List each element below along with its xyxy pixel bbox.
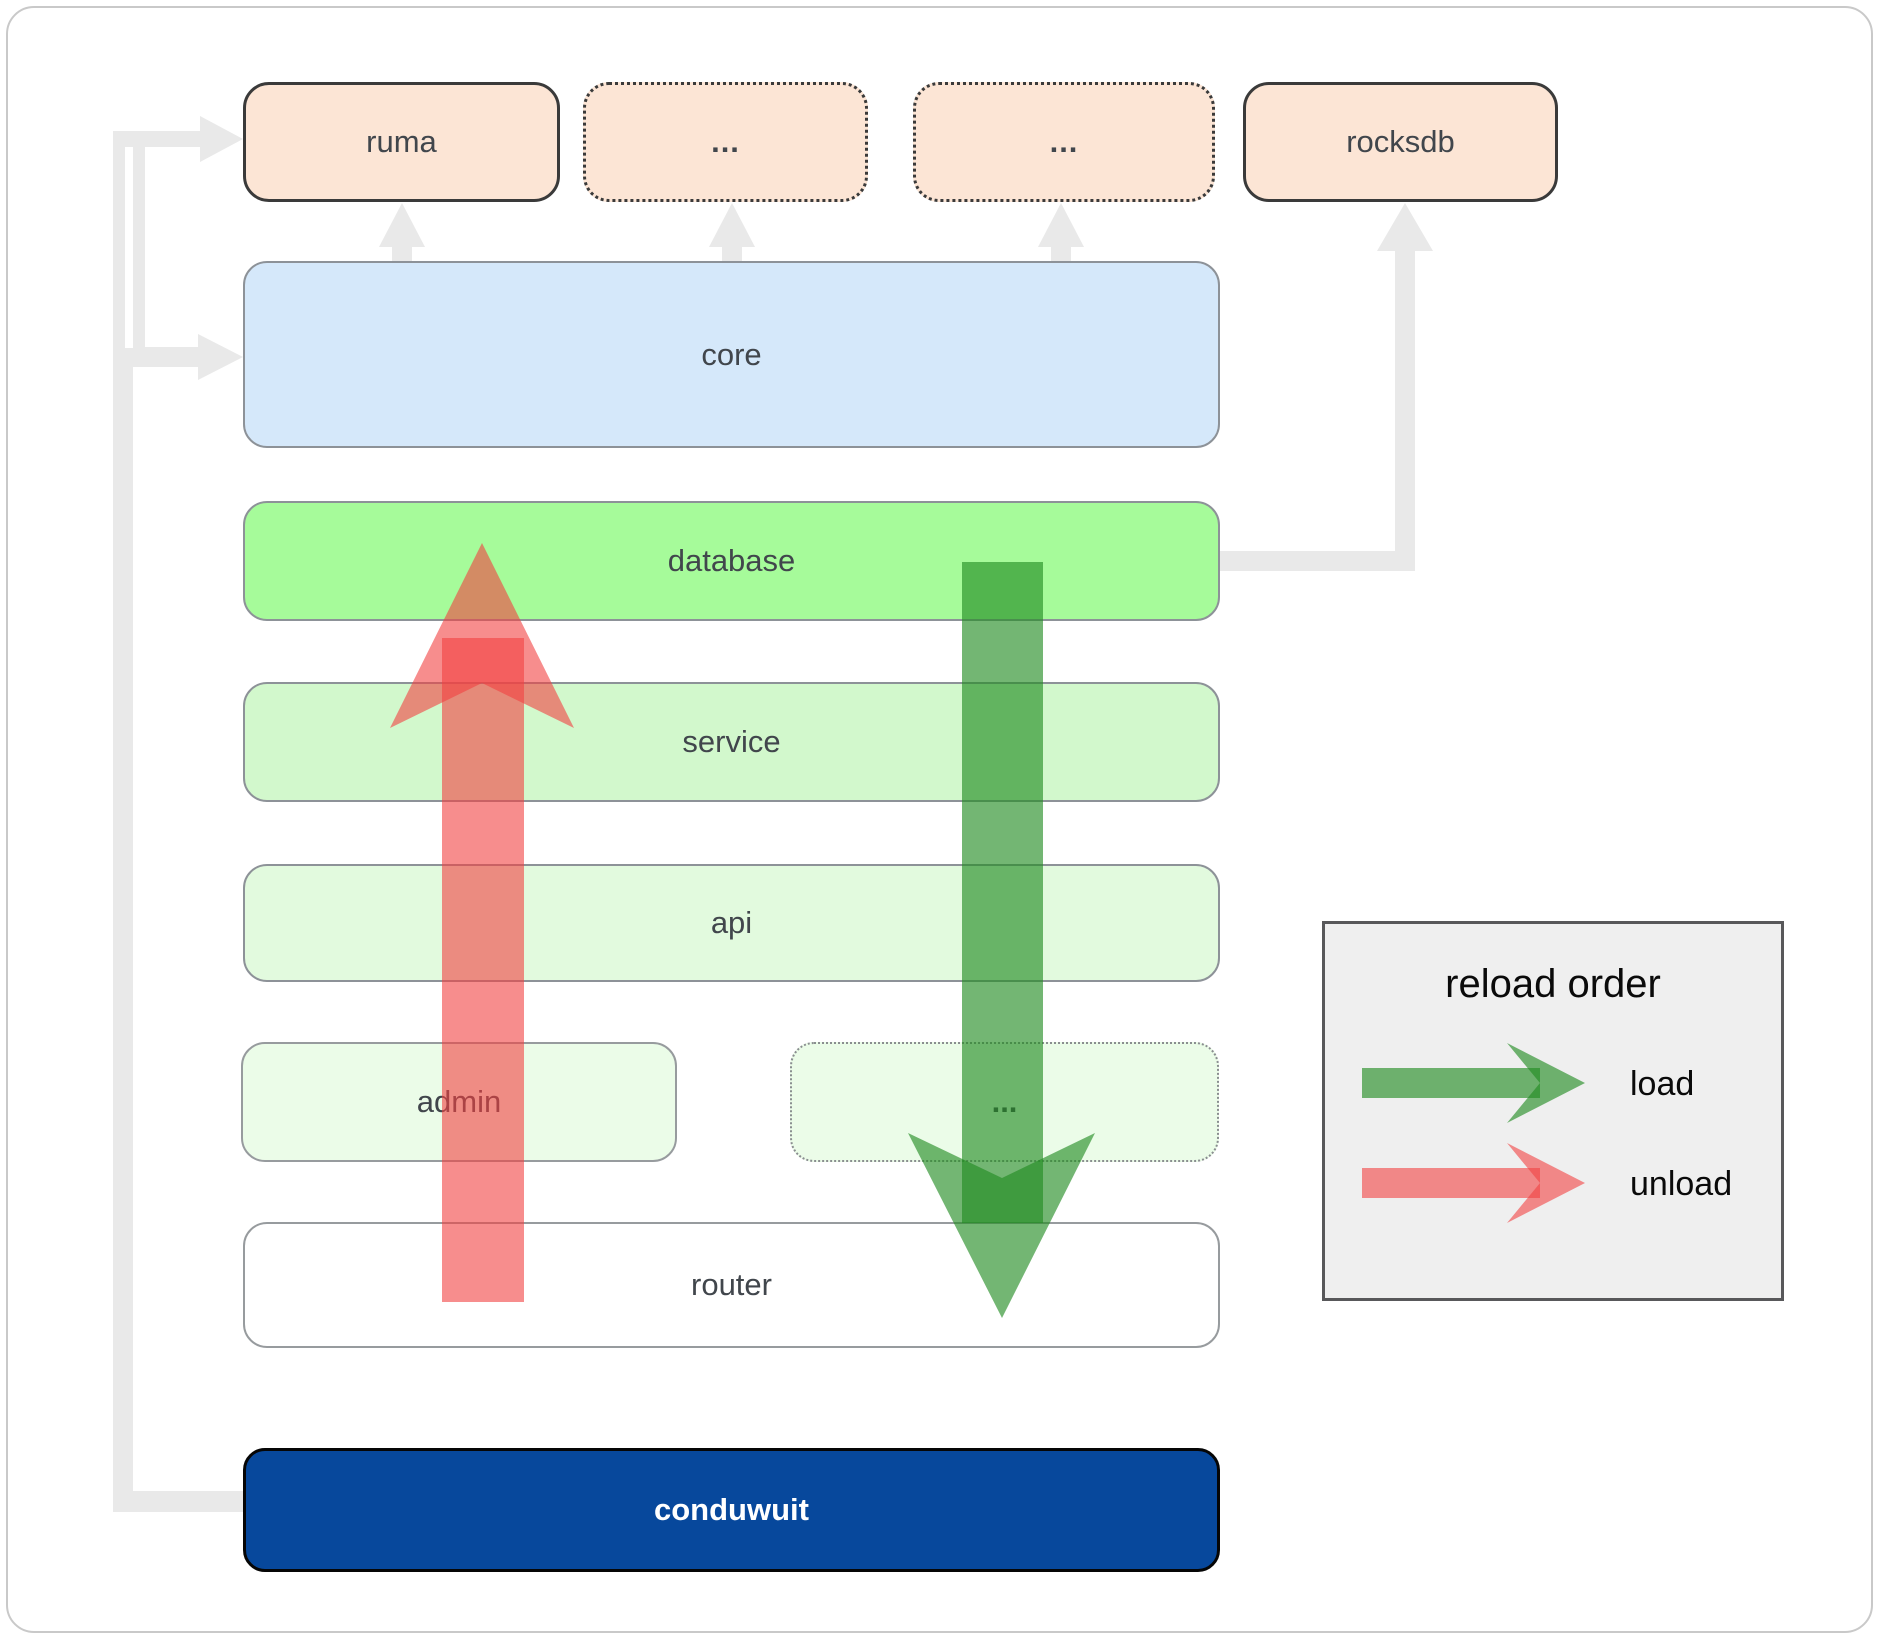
box-api-label: api — [710, 905, 753, 940]
box-ruma-label: ruma — [366, 124, 437, 159]
box-rocksdb-label: rocksdb — [1346, 124, 1455, 159]
box-ellipsis-admin: ... — [790, 1042, 1219, 1162]
legend-unload-label: unload — [1630, 1165, 1733, 1203]
box-admin-label: admin — [416, 1084, 502, 1119]
box-ellipsis-top-1-label: ... — [711, 124, 740, 159]
box-conduwuit-label: conduwuit — [654, 1492, 809, 1527]
box-ruma: ruma — [243, 82, 560, 202]
box-router: router — [243, 1222, 1220, 1348]
box-ellipsis-top-1: ... — [583, 82, 868, 202]
box-service-label: service — [682, 724, 781, 759]
box-service: service — [243, 682, 1220, 802]
box-api: api — [243, 864, 1220, 982]
box-router-label: router — [691, 1267, 772, 1302]
box-database: database — [243, 501, 1220, 621]
box-ellipsis-top-2-label: ... — [1049, 124, 1079, 159]
box-admin: admin — [241, 1042, 677, 1162]
box-conduwuit: conduwuit — [243, 1448, 1220, 1572]
box-core: core — [243, 261, 1220, 448]
box-database-label: database — [667, 543, 796, 578]
outer-frame — [6, 6, 1873, 1633]
legend-panel: reload order load unload — [1322, 921, 1784, 1301]
legend-load-label: load — [1630, 1065, 1695, 1103]
box-rocksdb: rocksdb — [1243, 82, 1558, 202]
box-ellipsis-top-2: ... — [913, 82, 1215, 202]
legend-title: reload order — [1445, 962, 1661, 1006]
box-ellipsis-admin-label: ... — [991, 1084, 1018, 1119]
box-core-label: core — [701, 336, 762, 372]
